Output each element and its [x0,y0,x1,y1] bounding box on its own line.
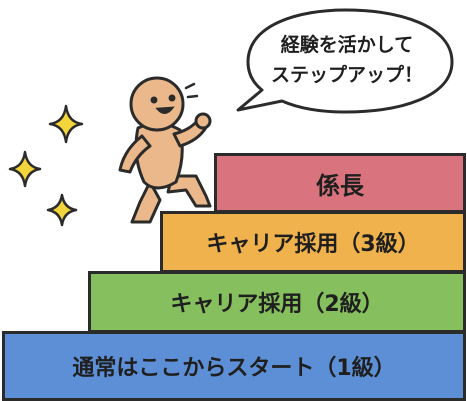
step-level-1-label: 通常はここからスタート（1級） [72,356,396,381]
step-level-2: キャリア採用（2級） [88,271,466,333]
sparkle-icon [46,193,78,227]
step-level-4: 係長 [214,153,466,213]
step-level-3-label: キャリア採用（3級） [206,232,420,257]
step-level-4-label: 係長 [316,171,364,200]
sparkle-icon [48,104,84,144]
illustration-layer [8,76,212,227]
speech-bubble-line-1: 経験を活かして [280,34,414,56]
climbing-person-icon [118,76,212,224]
speech-bubble-line-2: ステップアップ！ [270,64,423,86]
speech-bubble [236,8,454,114]
step-level-1: 通常はここからスタート（1級） [2,331,466,401]
sparkle-icon [8,150,42,188]
step-level-2-label: キャリア採用（2級） [170,292,384,317]
speech-bubble-text: 経験を活かして ステップアップ！ [262,30,432,90]
motion-lines [184,82,199,99]
step-level-3: キャリア採用（3級） [160,211,466,273]
face [150,94,176,114]
